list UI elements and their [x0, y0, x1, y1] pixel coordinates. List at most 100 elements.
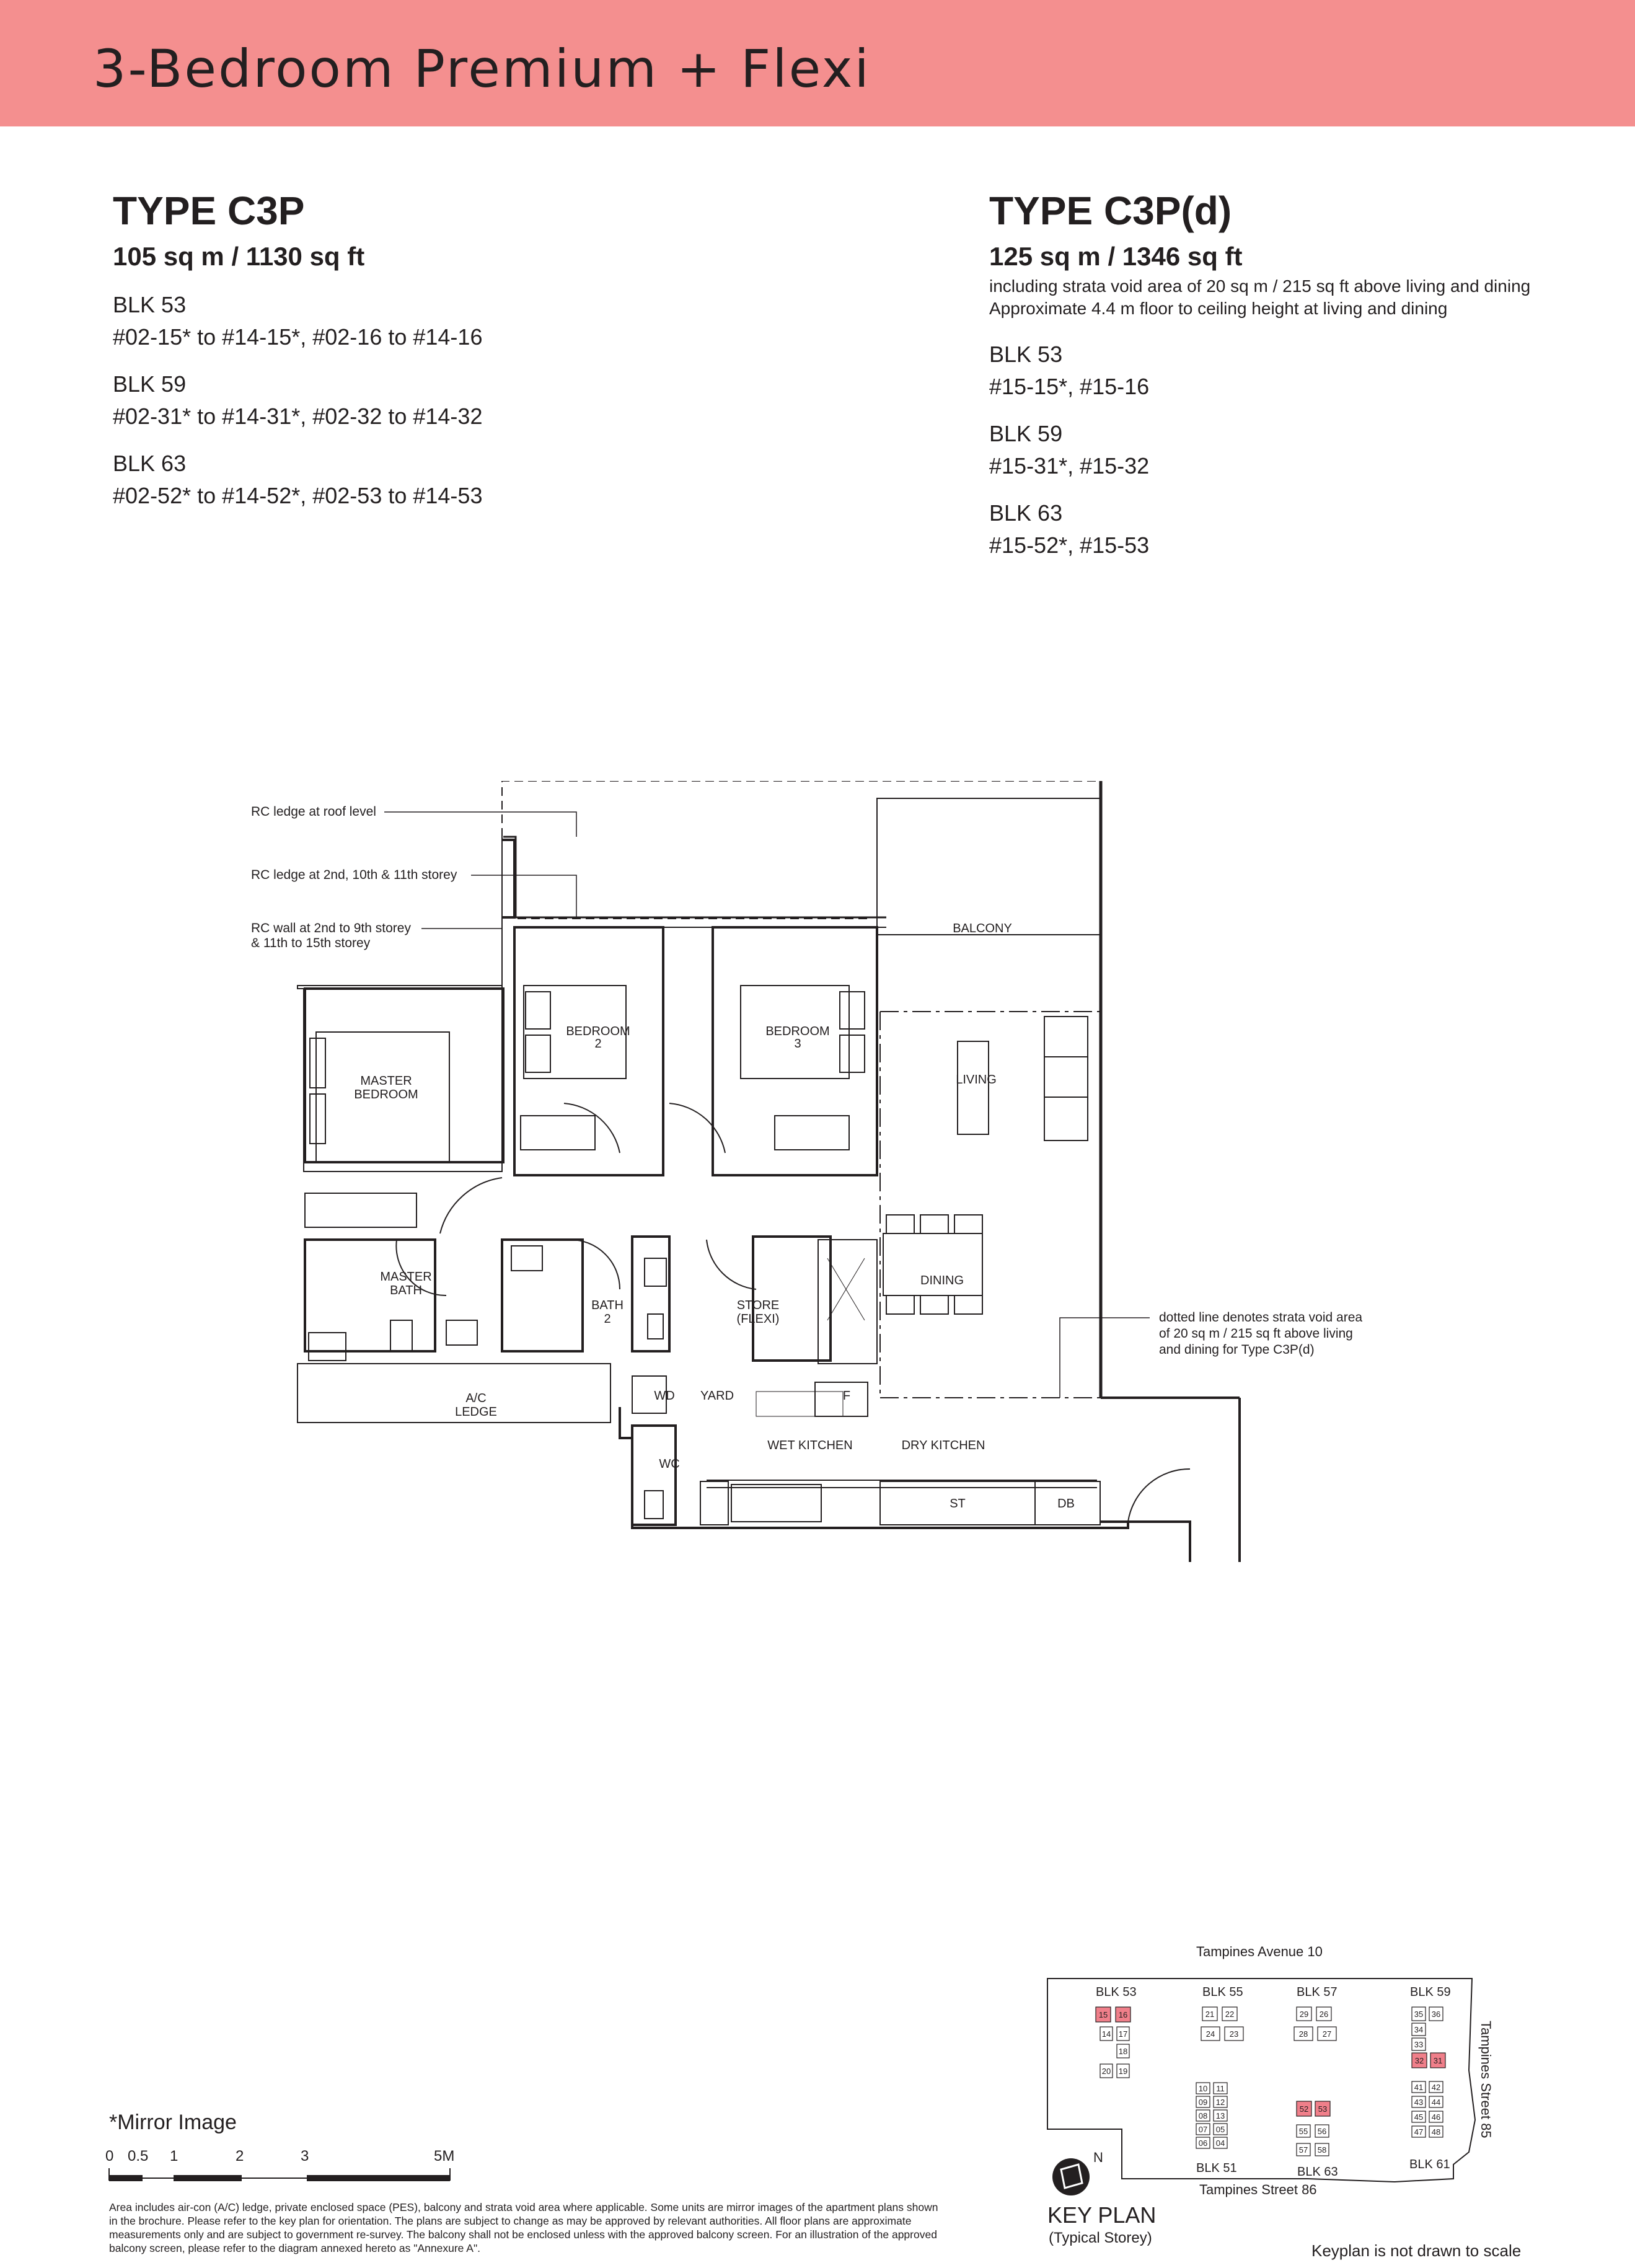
road-tampines-ave-10: Tampines Avenue 10: [1196, 1944, 1323, 1959]
keyplan-unit: 35: [1414, 2010, 1423, 2019]
keyplan-unit: 28: [1299, 2029, 1308, 2039]
callout-void-3: and dining for Type C3P(d): [1159, 1343, 1315, 1357]
blk-label: BLK 63: [989, 500, 1063, 526]
blk-label: BLK 59: [989, 421, 1063, 446]
keyplan-unit: 04: [1216, 2138, 1225, 2148]
keyplan-unit: 05: [1216, 2125, 1225, 2134]
keyplan-unit: 34: [1414, 2025, 1423, 2034]
keyplan-title: KEY PLAN: [1047, 2202, 1156, 2228]
keyplan-unit: 45: [1414, 2112, 1423, 2122]
keyplan-unit: 18: [1119, 2047, 1127, 2056]
unit-range: #02-31* to #14-31*, #02-32 to #14-32: [113, 404, 483, 429]
room-bedroom2-label: BEDROOM: [566, 1025, 630, 1038]
room-bedroom3-label: BEDROOM: [765, 1025, 829, 1038]
road-tampines-st-85: Tampines Street 85: [1478, 2021, 1494, 2138]
keyplan-unit: 15: [1099, 2010, 1108, 2019]
keyplan-unit: 57: [1299, 2145, 1308, 2155]
scale-bar: 0 0.5 1 2 3 5M: [105, 2148, 454, 2181]
blk-59-units: BLK 59 #15-31*, #15-32: [989, 418, 1530, 482]
room-st: ST: [950, 1497, 966, 1511]
keyplan-unit: 58: [1318, 2145, 1326, 2155]
ceiling-height-note: Approximate 4.4 m floor to ceiling heigh…: [989, 299, 1448, 318]
keyplan-blk-53: BLK 53: [1096, 1985, 1137, 1999]
callout-void-2: of 20 sq m / 215 sq ft above living: [1159, 1326, 1353, 1341]
keyplan-unit: 06: [1199, 2138, 1207, 2148]
room-bath2-label: BATH: [591, 1299, 624, 1312]
room-store-flexi: (FLEXI): [737, 1312, 780, 1326]
blk-label: BLK 63: [113, 451, 187, 476]
blk-label: BLK 53: [989, 342, 1063, 367]
keyplan-unit: 48: [1432, 2127, 1440, 2137]
keyplan-unit: 42: [1432, 2083, 1440, 2092]
type-c3p-title: TYPE C3P: [113, 188, 305, 233]
room-dining: DINING: [920, 1274, 964, 1287]
keyplan-unit: 33: [1414, 2040, 1423, 2049]
keyplan-unit: 31: [1434, 2056, 1442, 2065]
room-bath2-number: 2: [604, 1312, 610, 1326]
room-ac-ledge: LEDGE: [455, 1405, 497, 1419]
keyplan-unit: 47: [1414, 2127, 1423, 2137]
keyplan-unit: 53: [1318, 2104, 1327, 2114]
keyplan-unit: 17: [1119, 2029, 1127, 2039]
keyplan-unit: 11: [1216, 2084, 1225, 2093]
room-bedroom2-number: 2: [594, 1037, 601, 1051]
scale-label-1: 1: [170, 2148, 178, 2164]
header-banner: 3-Bedroom Premium + Flexi: [0, 0, 1635, 126]
keyplan-unit: 41: [1414, 2083, 1423, 2092]
room-master-bath: BATH: [390, 1284, 422, 1297]
unit-range: #02-15* to #14-15*, #02-16 to #14-16: [113, 324, 483, 350]
keyplan-unit: 29: [1300, 2010, 1308, 2019]
blk-59-units: BLK 59 #02-31* to #14-31*, #02-32 to #14…: [113, 368, 482, 433]
keyplan-unit: 27: [1323, 2029, 1331, 2039]
room-yard: YARD: [700, 1389, 734, 1403]
scale-label-05: 0.5: [128, 2148, 148, 2164]
room-bedroom3-number: 3: [794, 1037, 801, 1051]
scale-label-3: 3: [301, 2148, 309, 2164]
unit-range: #15-15*, #15-16: [989, 374, 1150, 399]
room-wet-kitchen: WET KITCHEN: [767, 1439, 852, 1452]
north-label: N: [1093, 2150, 1103, 2165]
keyplan-unit: 21: [1205, 2010, 1214, 2019]
keyplan-unit: 10: [1199, 2084, 1207, 2093]
callout-void-1: dotted line denotes strata void area: [1159, 1310, 1362, 1325]
type-c3p-area: 105 sq m / 1130 sq ft: [113, 242, 365, 271]
scale-label-2: 2: [236, 2148, 244, 2164]
keyplan-blk-57: BLK 57: [1297, 1985, 1338, 1999]
blk-label: BLK 59: [113, 371, 187, 397]
keyplan-unit: 26: [1320, 2010, 1328, 2019]
room-dry-kitchen: DRY KITCHEN: [902, 1439, 985, 1452]
disclaimer-text: Area includes air-con (A/C) ledge, priva…: [109, 2201, 938, 2254]
keyplan-unit: 36: [1432, 2010, 1440, 2019]
strata-void-note: including strata void area of 20 sq m / …: [989, 276, 1531, 296]
room-master-label: MASTER: [360, 1074, 412, 1088]
callout-rc-ledge-roof: RC ledge at roof level: [251, 805, 376, 819]
unit-range: #15-31*, #15-32: [989, 453, 1150, 479]
callout-rc-ledge-storey: RC ledge at 2nd, 10th & 11th storey: [251, 868, 457, 882]
scale-label-5m: 5M: [434, 2148, 454, 2164]
type-c3pd-area: 125 sq m / 1346 sq ft: [989, 242, 1243, 271]
floor-plan: RC ledge at roof level RC ledge at 2nd, …: [251, 781, 1362, 1562]
keyplan-unit: 24: [1206, 2029, 1215, 2039]
keyplan-unit: 52: [1300, 2104, 1308, 2114]
keyplan-blk-59: BLK 59: [1410, 1985, 1451, 1999]
blk-63-units: BLK 63 #15-52*, #15-53: [989, 497, 1530, 562]
type-c3pd-block: TYPE C3P(d) 125 sq m / 1346 sq ft includ…: [989, 186, 1530, 562]
keyplan-unit: 13: [1216, 2111, 1225, 2120]
keyplan-unit: 12: [1216, 2098, 1225, 2107]
keyplan-unit: 09: [1199, 2098, 1207, 2107]
blk-label: BLK 53: [113, 292, 187, 317]
type-c3pd-title: TYPE C3P(d): [989, 188, 1232, 233]
keyplan-blk-63: BLK 63: [1297, 2165, 1338, 2179]
type-c3p-block: TYPE C3P 105 sq m / 1130 sq ft BLK 53 #0…: [113, 186, 482, 512]
keyplan-blk-55: BLK 55: [1202, 1985, 1243, 1999]
keyplan-subtitle: (Typical Storey): [1049, 2230, 1152, 2246]
keyplan-unit: 16: [1119, 2010, 1127, 2019]
keyplan-unit: 44: [1432, 2098, 1440, 2107]
unit-range: #15-52*, #15-53: [989, 532, 1150, 558]
keyplan-unit: 55: [1299, 2127, 1308, 2136]
callout-rc-wall-1: RC wall at 2nd to 9th storey: [251, 921, 411, 935]
keyplan-blk-51: BLK 51: [1196, 2161, 1237, 2175]
keyplan-note: Keyplan is not drawn to scale: [1311, 2241, 1522, 2260]
keyplan-unit: 43: [1414, 2098, 1423, 2107]
keyplan-unit: 23: [1230, 2029, 1238, 2039]
